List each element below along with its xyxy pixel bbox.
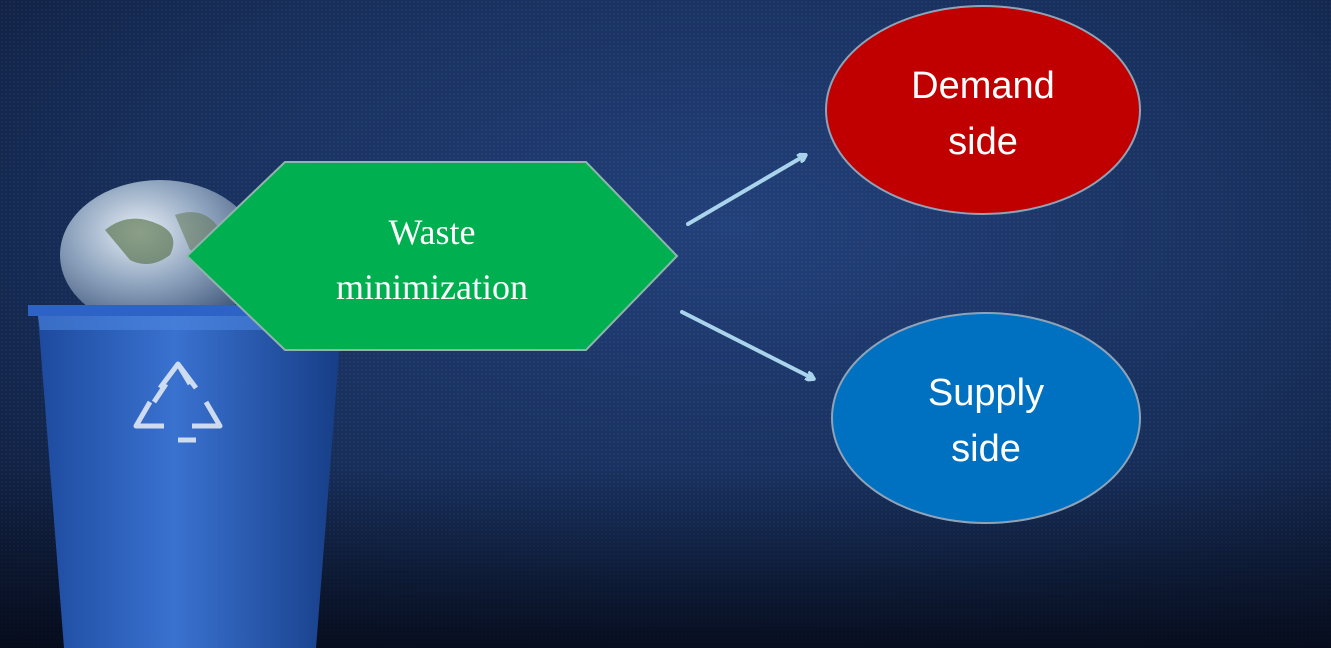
- center-node: Waste minimization: [185, 161, 679, 351]
- recycle-bin-with-globe-icon: [28, 180, 352, 648]
- supply-node-line2: side: [951, 428, 1021, 470]
- supply-ellipse: [831, 312, 1141, 524]
- demand-ellipse: [825, 5, 1141, 215]
- supply-node-line1: Supply: [928, 372, 1044, 414]
- hexagon-shape: [185, 161, 679, 351]
- supply-node: Supply side: [831, 312, 1141, 524]
- demand-node-line2: side: [948, 121, 1018, 163]
- demand-node-line1: Demand: [911, 65, 1055, 107]
- center-node-line1: Waste: [388, 212, 475, 252]
- center-node-line2: minimization: [336, 267, 528, 307]
- arrow-to-supply: [680, 310, 812, 378]
- demand-node: Demand side: [825, 5, 1141, 215]
- recycle-symbol-icon: [133, 361, 223, 443]
- arrow-to-demand: [686, 156, 804, 226]
